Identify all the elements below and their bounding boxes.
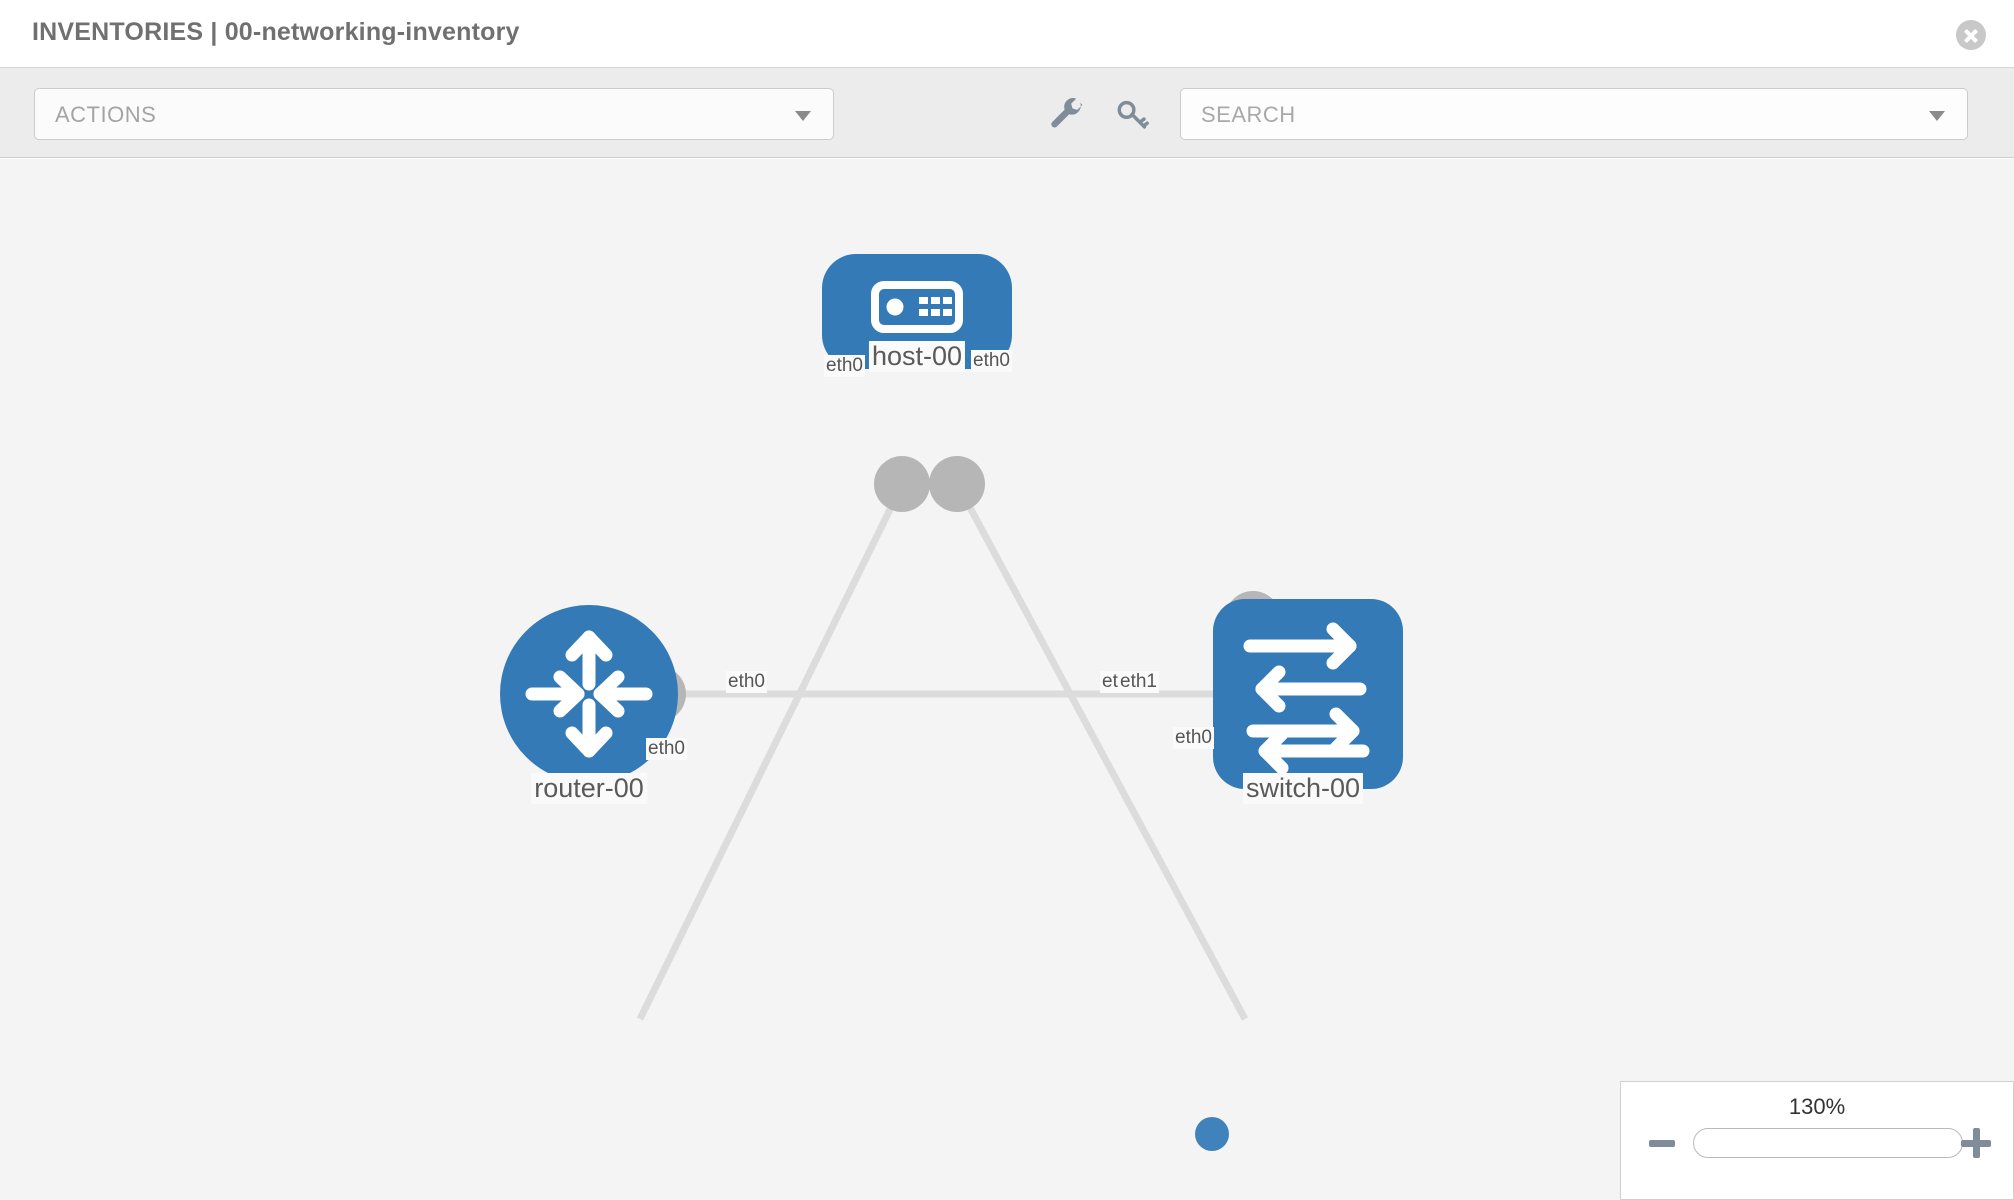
iface-label-host-left: eth0 — [824, 355, 865, 377]
server-device-icon — [871, 281, 963, 333]
wrench-icon[interactable] — [1048, 96, 1086, 134]
search-input[interactable]: SEARCH — [1180, 88, 1968, 140]
link-host-router — [636, 487, 904, 1021]
iface-label-router-uplink: eth0 — [646, 738, 687, 760]
node-host-00 — [822, 254, 1012, 369]
iface-label-host-right: eth0 — [971, 350, 1012, 372]
iface-label-router-eth0: eth0 — [726, 671, 767, 693]
node-label-host: host-00 — [868, 341, 966, 372]
actions-dropdown[interactable]: ACTIONS — [34, 88, 834, 140]
links-layer — [636, 487, 1249, 1021]
port-host-left — [874, 456, 930, 512]
zoom-slider-thumb[interactable] — [1195, 1117, 1229, 1151]
page-title: INVENTORIES | 00-networking-inventory — [32, 18, 520, 46]
port-host-right — [929, 456, 985, 512]
iface-label-switch-uplink: eth0 — [1173, 727, 1214, 749]
router-four-arrows-icon — [525, 630, 653, 758]
chevron-down-icon — [1929, 111, 1945, 121]
iface-label-switch-eth1: eth1 — [1118, 671, 1159, 693]
zoom-level-value: 130% — [1788, 1094, 1846, 1119]
key-icon[interactable] — [1112, 96, 1150, 134]
toolbar: ACTIONS SEARCH — [0, 68, 2014, 158]
chevron-down-icon — [795, 111, 811, 121]
node-router-shape — [500, 605, 678, 783]
close-icon[interactable] — [1956, 20, 1986, 50]
node-host-shape — [822, 254, 1012, 369]
page-header: INVENTORIES | 00-networking-inventory — [0, 0, 2014, 68]
minus-icon[interactable] — [1649, 1140, 1675, 1147]
plus-icon[interactable] — [1961, 1128, 1991, 1158]
node-label-router: router-00 — [531, 773, 647, 804]
node-switch-00 — [1213, 599, 1403, 789]
link-host-switch — [956, 487, 1249, 1021]
node-router-00 — [500, 605, 678, 783]
node-label-switch: switch-00 — [1242, 773, 1364, 804]
topology-graph — [500, 254, 1403, 1021]
zoom-control-panel: 130% — [1620, 1081, 2014, 1200]
search-placeholder-text: SEARCH — [1201, 102, 1296, 127]
topology-canvas[interactable]: host-00 router-00 switch-00 eth0 eth0 et… — [0, 159, 2014, 1200]
actions-dropdown-label: ACTIONS — [55, 102, 157, 127]
switch-exchange-arrows-icon — [1243, 622, 1370, 775]
zoom-slider[interactable] — [1693, 1128, 1963, 1158]
